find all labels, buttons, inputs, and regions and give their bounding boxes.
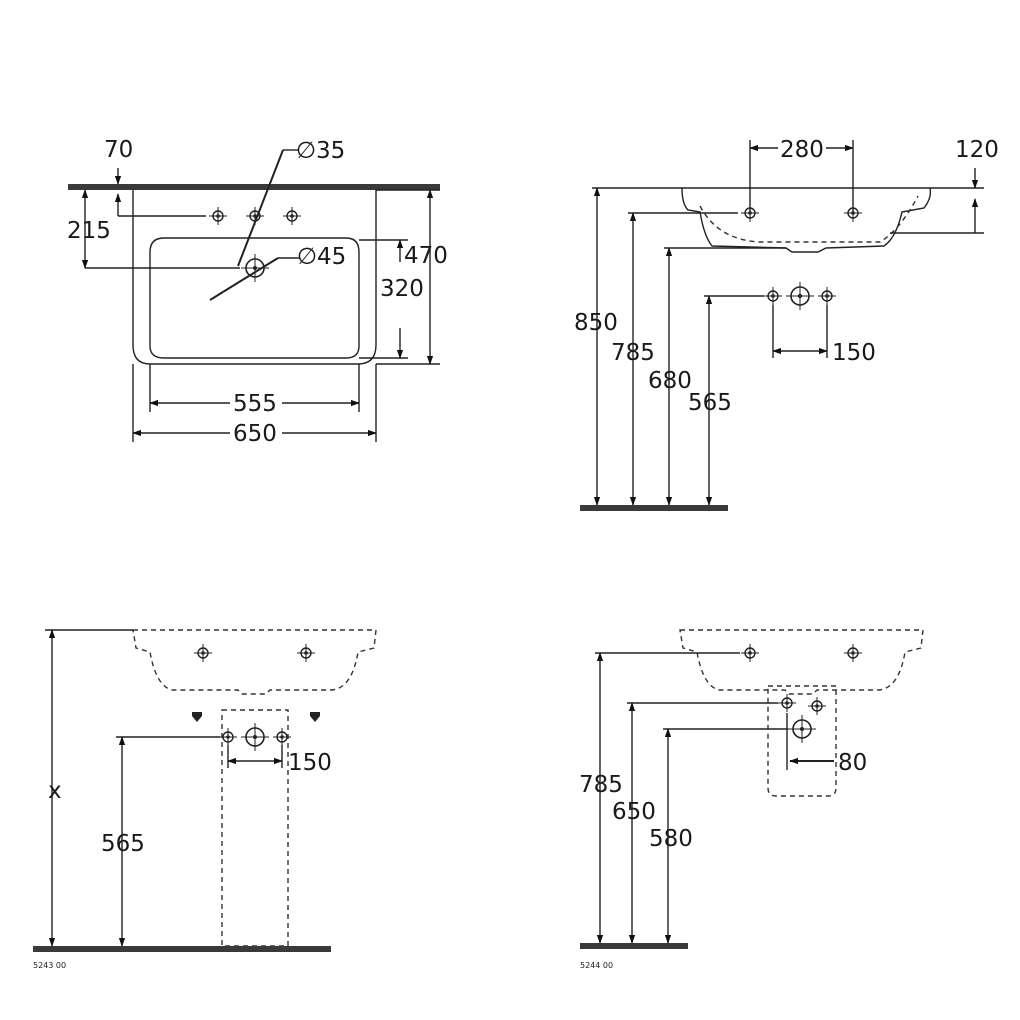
dim-150: 150 <box>288 750 332 776</box>
drain-outlet-icon <box>785 281 815 311</box>
dim-280: 280 <box>780 137 824 163</box>
tap-hole-right-icon <box>282 206 302 226</box>
leader-d35 <box>237 149 284 267</box>
top-view: 70 215 ∅35 ∅45 470 320 555 650 <box>67 137 448 447</box>
dim-650: 650 <box>233 421 277 447</box>
dim-785: 785 <box>579 772 623 798</box>
front-siphon-view: 785 650 580 80 5244 00 <box>579 629 924 970</box>
dim-850: 850 <box>574 310 618 336</box>
dim-d45: ∅45 <box>297 244 346 270</box>
tap-hole-left-icon <box>740 643 760 663</box>
siphon-cover-outline <box>767 685 837 797</box>
dim-470: 470 <box>404 243 448 269</box>
supply-left-icon <box>777 693 797 713</box>
wall-bar <box>68 184 440 190</box>
supply-right-icon <box>817 286 837 306</box>
basin-front-outline <box>132 629 377 695</box>
dim-565: 565 <box>101 831 145 857</box>
dim-215: 215 <box>67 218 111 244</box>
dim-320: 320 <box>380 276 424 302</box>
floor-bar <box>580 943 688 949</box>
dim-70: 70 <box>104 137 133 163</box>
dim-d35: ∅35 <box>296 138 345 164</box>
dim-150: 150 <box>832 340 876 366</box>
drawing-code: 5244 00 <box>580 961 613 970</box>
dim-650: 650 <box>612 799 656 825</box>
front-pedestal-view: x 565 150 5243 00 <box>33 629 377 970</box>
supply-left-icon <box>763 286 783 306</box>
dim-680: 680 <box>648 368 692 394</box>
dim-x: x <box>48 778 62 804</box>
supply-right-icon <box>807 696 827 716</box>
fixing-left-icon <box>192 712 202 722</box>
basin-front-outline <box>679 629 924 695</box>
dim-555: 555 <box>233 391 277 417</box>
tap-hole-left-icon <box>208 206 228 226</box>
drain-outlet-icon <box>240 722 270 752</box>
leader-d45 <box>209 257 279 301</box>
floor-bar <box>33 946 331 952</box>
dim-565: 565 <box>688 390 732 416</box>
basin-outline <box>132 190 377 365</box>
fixing-right-icon <box>310 712 320 722</box>
basin-profile <box>681 187 932 253</box>
drawing-code: 5243 00 <box>33 961 66 970</box>
dim-80: 80 <box>838 750 867 776</box>
tap-hole-left-icon <box>193 643 213 663</box>
side-view: 280 120 850 785 680 565 150 <box>574 137 999 511</box>
floor-bar <box>580 505 728 511</box>
dim-120: 120 <box>955 137 999 163</box>
tap-hole-right-icon <box>843 643 863 663</box>
dim-580: 580 <box>649 826 693 852</box>
drain-outlet-icon <box>787 714 817 744</box>
dim-785: 785 <box>611 340 655 366</box>
tap-hole-right-icon <box>296 643 316 663</box>
